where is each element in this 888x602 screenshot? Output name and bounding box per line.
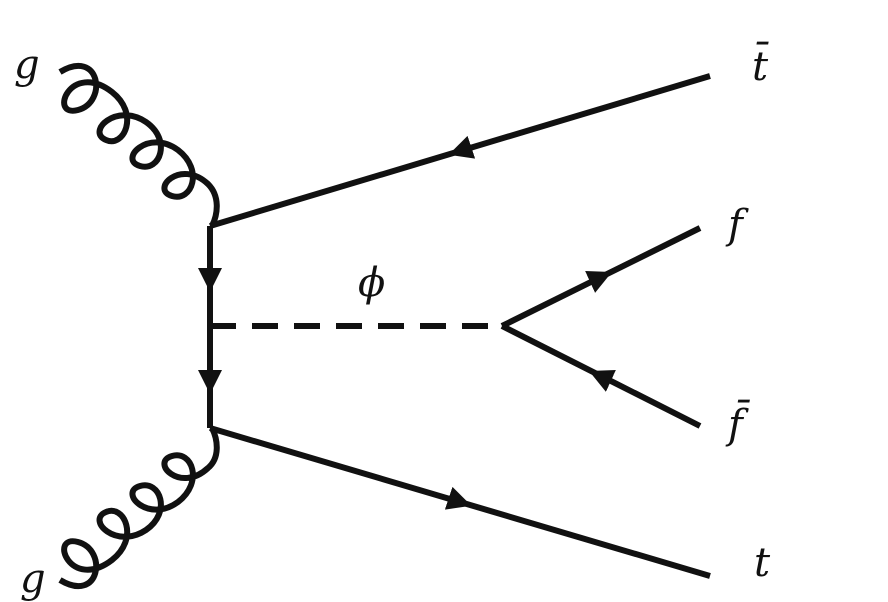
label-scalar-phi: ϕ [358, 260, 385, 306]
label-antitop: t̄ [752, 41, 769, 90]
antifermion-line [500, 323, 702, 429]
label-antifermion: f̄ [725, 399, 751, 448]
label-fermion: f [725, 202, 749, 248]
label-top: t [754, 540, 771, 586]
label-gluon-bottom: g [20, 556, 46, 602]
gluon-line-bottom [58, 426, 220, 590]
gluon-line-top [58, 62, 220, 228]
label-gluon-top: g [14, 42, 40, 88]
